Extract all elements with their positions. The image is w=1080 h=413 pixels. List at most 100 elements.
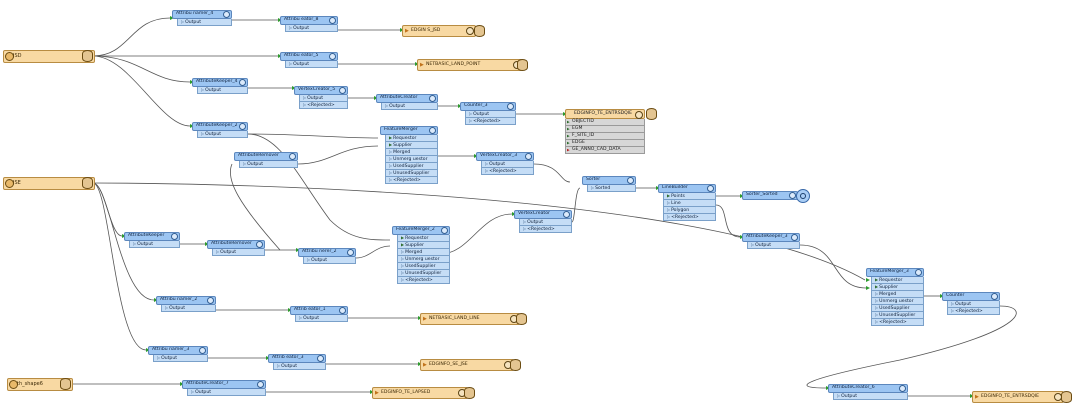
inspector-node[interactable]: Sorter_Sorted [742, 191, 798, 200]
output-port[interactable]: Output [129, 241, 180, 248]
transformer-t7[interactable]: Counter_3 Output <Rejected> [460, 102, 516, 125]
writer-w5[interactable]: ▶ EDGINFO_TE_LAPSED [372, 387, 468, 399]
magnifier-icon[interactable] [796, 189, 810, 203]
gear-icon[interactable] [627, 177, 634, 184]
gear-icon[interactable] [915, 269, 922, 276]
transformer-t13[interactable]: LineBuilder Points Line Polygon <Rejecte… [658, 184, 716, 221]
output-port[interactable]: Output [153, 355, 208, 362]
output-port[interactable]: Output [285, 61, 338, 68]
transformer-t18[interactable]: FeatureMerger_2 Requestor Supplier Merge… [392, 226, 450, 284]
used-supplier-port[interactable]: UsedSupplier [385, 163, 438, 170]
gear-icon[interactable] [317, 355, 324, 362]
transformer-t17[interactable]: Attribu nerer_2 Output [298, 248, 356, 264]
transformer-t22[interactable]: FeatureMerger_3 Requestor Supplier Merge… [866, 268, 924, 326]
transformer-t3[interactable]: Attribu eator_5 Output [280, 52, 338, 68]
feature-type-writer[interactable]: EDGINFO_TE_ENTRSDQIE OBJECTID EGM F_SITE… [565, 109, 645, 154]
transformer-t5[interactable]: VertexCreator_5 Output <Rejected> [294, 86, 348, 109]
gear-icon[interactable] [991, 293, 998, 300]
unmerged-requestor-port[interactable]: Unmerg uestor [871, 298, 924, 305]
output-port[interactable]: Output [161, 305, 216, 312]
transformer-t10[interactable]: AttributeRemover Output [234, 152, 298, 168]
gear-icon[interactable] [347, 249, 354, 256]
rejected-port[interactable]: <Rejected> [663, 214, 716, 221]
transformer-t21[interactable]: Attrib eator_1 Output [290, 306, 348, 322]
unmerged-requestor-port[interactable]: Unmerg uestor [385, 156, 438, 163]
gear-icon[interactable] [239, 123, 246, 130]
requestor-port[interactable]: Requestor [871, 277, 924, 284]
transformer-t27[interactable]: AttributeCreator_6 Output [828, 384, 908, 400]
unmerged-requestor-port[interactable]: Unmerg uestor [397, 256, 450, 263]
transformer-t6[interactable]: AttributeCreator Output [376, 94, 438, 110]
transformer-t15[interactable]: AttributeKeeper Output [124, 232, 180, 248]
rejected-port[interactable]: <Rejected> [947, 308, 1000, 315]
requestor-port[interactable]: Requestor [397, 235, 450, 242]
gear-icon[interactable] [525, 153, 532, 160]
writer-w3[interactable]: ▶ NETBASIC_LAND_LINE [420, 313, 520, 325]
output-port[interactable]: Output [197, 87, 248, 94]
merged-port[interactable]: Merged [385, 149, 438, 156]
output-port[interactable]: Output [381, 103, 438, 110]
rejected-port[interactable]: <Rejected> [465, 118, 516, 125]
transformer-t11[interactable]: VertexCreator_3 Output <Rejected> [476, 152, 534, 175]
transformer-t9[interactable]: FeatureMerger Requestor Supplier Merged … [380, 126, 438, 184]
transformer-t16[interactable]: AttributeRemover Output [207, 240, 265, 256]
gear-icon[interactable] [329, 53, 336, 60]
output-port[interactable]: Output [212, 249, 265, 256]
output-port[interactable]: Output [465, 111, 516, 118]
writer-w1[interactable]: ▶ EDGIN S_JSD [402, 25, 476, 37]
output-port[interactable]: Output [747, 242, 800, 249]
output-port[interactable]: Output [295, 315, 348, 322]
rejected-port[interactable]: <Rejected> [481, 168, 534, 175]
merged-port[interactable]: Merged [397, 249, 450, 256]
transformer-t14[interactable]: VertexCreator Output <Rejected> [514, 210, 572, 233]
gear-icon[interactable] [466, 27, 474, 35]
sorted-port[interactable]: Sorted [587, 185, 636, 192]
transformer-t1[interactable]: Attribu namer_4 Output [172, 10, 232, 26]
supplier-port[interactable]: Supplier [397, 242, 450, 249]
gear-icon[interactable] [289, 153, 296, 160]
unused-supplier-port[interactable]: UnusedSupplier [871, 312, 924, 319]
reader-th-shape6[interactable]: th_shape6 [7, 378, 73, 391]
gear-icon[interactable] [223, 11, 230, 18]
gear-icon[interactable] [563, 211, 570, 218]
polygon-port[interactable]: Polygon [663, 207, 716, 214]
unused-supplier-port[interactable]: UnusedSupplier [385, 170, 438, 177]
gear-icon[interactable] [635, 111, 643, 119]
transformer-t4[interactable]: AttributeKeeper_4 Output [192, 78, 248, 94]
gear-icon[interactable] [171, 233, 178, 240]
gear-icon[interactable] [899, 385, 906, 392]
supplier-port[interactable]: Supplier [871, 284, 924, 291]
gear-icon[interactable] [791, 234, 798, 241]
rejected-port[interactable]: <Rejected> [397, 277, 450, 284]
gear-icon[interactable] [256, 241, 263, 248]
gear-icon[interactable] [789, 192, 796, 199]
transformer-t12[interactable]: Sorter Sorted [582, 176, 636, 192]
transformer-t25[interactable]: Attrib eator_3 Output [268, 354, 326, 370]
gear-icon[interactable] [507, 103, 514, 110]
output-port[interactable]: Output [299, 95, 348, 102]
transformer-t23[interactable]: Counter Output <Rejected> [942, 292, 1000, 315]
used-supplier-port[interactable]: UsedSupplier [871, 305, 924, 312]
gear-icon[interactable] [339, 307, 346, 314]
merged-port[interactable]: Merged [871, 291, 924, 298]
gear-icon[interactable] [429, 95, 436, 102]
gear-icon[interactable] [707, 185, 714, 192]
output-port[interactable]: Output [177, 19, 232, 26]
gear-icon[interactable] [199, 347, 206, 354]
writer-w4[interactable]: ▶ EDGINFO_SE_JSE [420, 359, 514, 371]
gear-icon[interactable] [257, 381, 264, 388]
writer-w6[interactable]: ▶ EDGINFO_TE_ENTRSDQIE [972, 391, 1064, 403]
gear-icon[interactable] [429, 127, 436, 134]
rejected-port[interactable]: <Rejected> [299, 102, 348, 109]
rejected-port[interactable]: <Rejected> [385, 177, 438, 184]
transformer-t20[interactable]: Attribu namer_2 Output [156, 296, 216, 312]
unused-supplier-port[interactable]: UnusedSupplier [397, 270, 450, 277]
transformer-t24[interactable]: Attribu namer_3 Output [148, 346, 208, 362]
output-port[interactable]: Output [187, 389, 266, 396]
transformer-t8[interactable]: AttributeKeeper_2 Output [192, 122, 248, 138]
output-port[interactable]: Output [481, 161, 534, 168]
requestor-port[interactable]: Requestor [385, 135, 438, 142]
points-port[interactable]: Points [663, 193, 716, 200]
transformer-t26[interactable]: AttributeCreator_7 Output [182, 380, 266, 396]
